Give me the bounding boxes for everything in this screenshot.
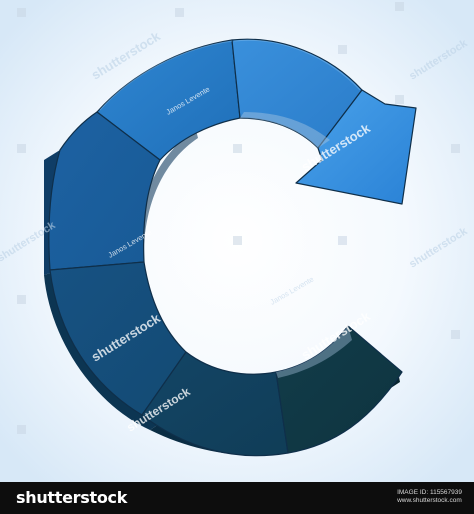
footer-logo: shutterstock xyxy=(16,488,128,507)
inner-shadow-lower xyxy=(276,326,352,378)
footer-image-id: IMAGE ID: 115567939 xyxy=(397,489,462,496)
ring-highlights xyxy=(99,39,361,111)
ring-segments xyxy=(48,38,417,457)
footer-image-info: IMAGE ID: 115567939 www.shutterstock.com xyxy=(397,489,462,505)
segment-bottom-right xyxy=(275,325,403,454)
inner-shadow xyxy=(240,112,330,148)
watermark-squares xyxy=(17,2,460,434)
segment-left-upper xyxy=(48,111,161,271)
footer-site: www.shutterstock.com xyxy=(397,497,462,504)
footer-bar: shutterstock IMAGE ID: 115567939 www.shu… xyxy=(0,482,474,514)
cycle-arrow-illustration: shutterstock shutterstock shutterstock s… xyxy=(0,0,474,482)
arrow-head xyxy=(295,89,417,205)
